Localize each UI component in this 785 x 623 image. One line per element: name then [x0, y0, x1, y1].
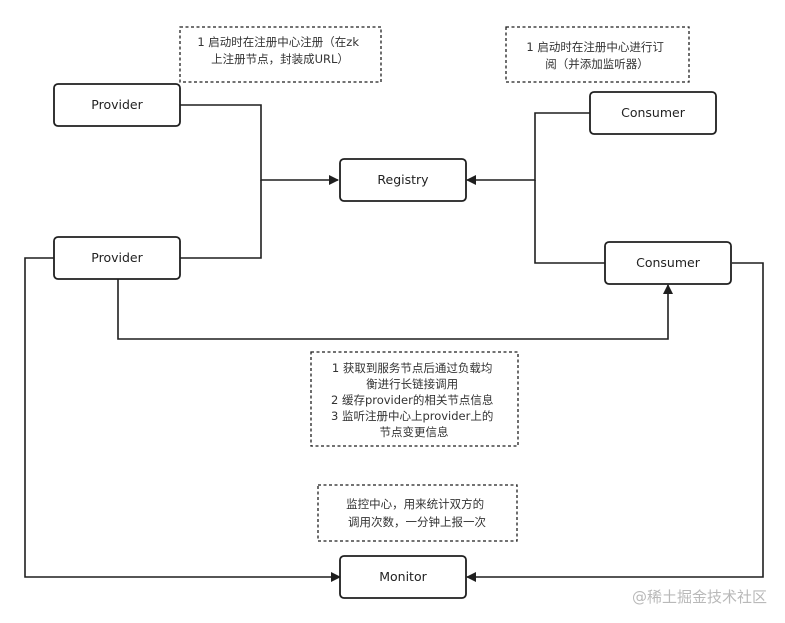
note-monitor-line-1: 监控中心，用来统计双方的	[346, 497, 484, 511]
note-consumer-invoke-line-5: 节点变更信息	[380, 425, 449, 439]
edge-consumer2-registry	[534, 180, 605, 264]
node-provider-1: Provider	[53, 83, 181, 127]
svg-text:1 启动时在注册中心注册（在zk 上注册节点，封: 1 启动时在注册中心注册（在zk 上注册节点，封装成URL）	[197, 35, 362, 66]
svg-text:1 启动时在注册中心进行订 阅（并添加监听器）: 1 启动时在注册中心进行订 阅（并添加监听器）	[526, 40, 667, 71]
note-consumer-invoke: 1 获取到服务节点后通过负载均 衡进行长链接调用 2 缓存provider的相关…	[310, 351, 519, 447]
node-consumer-2: Consumer	[604, 241, 732, 285]
note-consumer-subscribe: 1 启动时在注册中心进行订 阅（并添加监听器）	[505, 26, 690, 83]
node-provider-1-label: Provider	[91, 97, 143, 112]
node-monitor: Monitor	[339, 555, 467, 599]
note-monitor: 监控中心，用来统计双方的 调用次数，一分钟上报一次	[317, 484, 518, 542]
edge-provider2-consumer2	[117, 279, 673, 340]
node-provider-2: Provider	[53, 236, 181, 280]
note-provider-register: 1 启动时在注册中心注册（在zk 上注册节点，封装成URL）	[179, 26, 382, 83]
edge-provider2-monitor	[24, 257, 341, 582]
edge-provider2-registry	[180, 180, 262, 259]
node-monitor-label: Monitor	[379, 569, 427, 584]
note-provider-register-line-2: 上注册节点，封装成URL）	[211, 52, 349, 66]
note-provider-register-line-1: 1 启动时在注册中心注册（在zk	[197, 35, 359, 49]
edge-provider1-registry	[180, 104, 339, 185]
node-registry: Registry	[339, 158, 467, 202]
node-provider-2-label: Provider	[91, 250, 143, 265]
svg-text:1 获取到服务节点后通过负载均 衡进行长链接调用: 1 获取到服务节点后通过负载均 衡进行长链接调用 2 缓存provider的相关…	[331, 361, 497, 439]
note-consumer-invoke-line-2: 衡进行长链接调用	[366, 377, 458, 391]
edge-consumer1-registry	[466, 112, 590, 185]
note-consumer-invoke-line-1: 1 获取到服务节点后通过负载均	[332, 361, 492, 375]
node-consumer-1-label: Consumer	[621, 105, 686, 120]
note-consumer-invoke-line-4: 3 监听注册中心上provider上的	[331, 409, 493, 423]
svg-text:监控中心，用来统计双方的 调用次数，一分钟上报一: 监控中心，用来统计双方的 调用次数，一分钟上报一次	[346, 497, 488, 529]
node-consumer-2-label: Consumer	[636, 255, 701, 270]
node-consumer-1: Consumer	[589, 91, 717, 135]
edge-consumer2-monitor	[466, 262, 764, 582]
watermark: @稀土掘金技术社区	[632, 588, 767, 606]
node-registry-label: Registry	[377, 172, 429, 187]
note-consumer-subscribe-line-1: 1 启动时在注册中心进行订	[526, 40, 664, 54]
note-consumer-invoke-line-3: 2 缓存provider的相关节点信息	[331, 393, 493, 407]
note-monitor-line-2: 调用次数，一分钟上报一次	[348, 515, 486, 529]
note-consumer-subscribe-line-2: 阅（并添加监听器）	[545, 57, 649, 71]
